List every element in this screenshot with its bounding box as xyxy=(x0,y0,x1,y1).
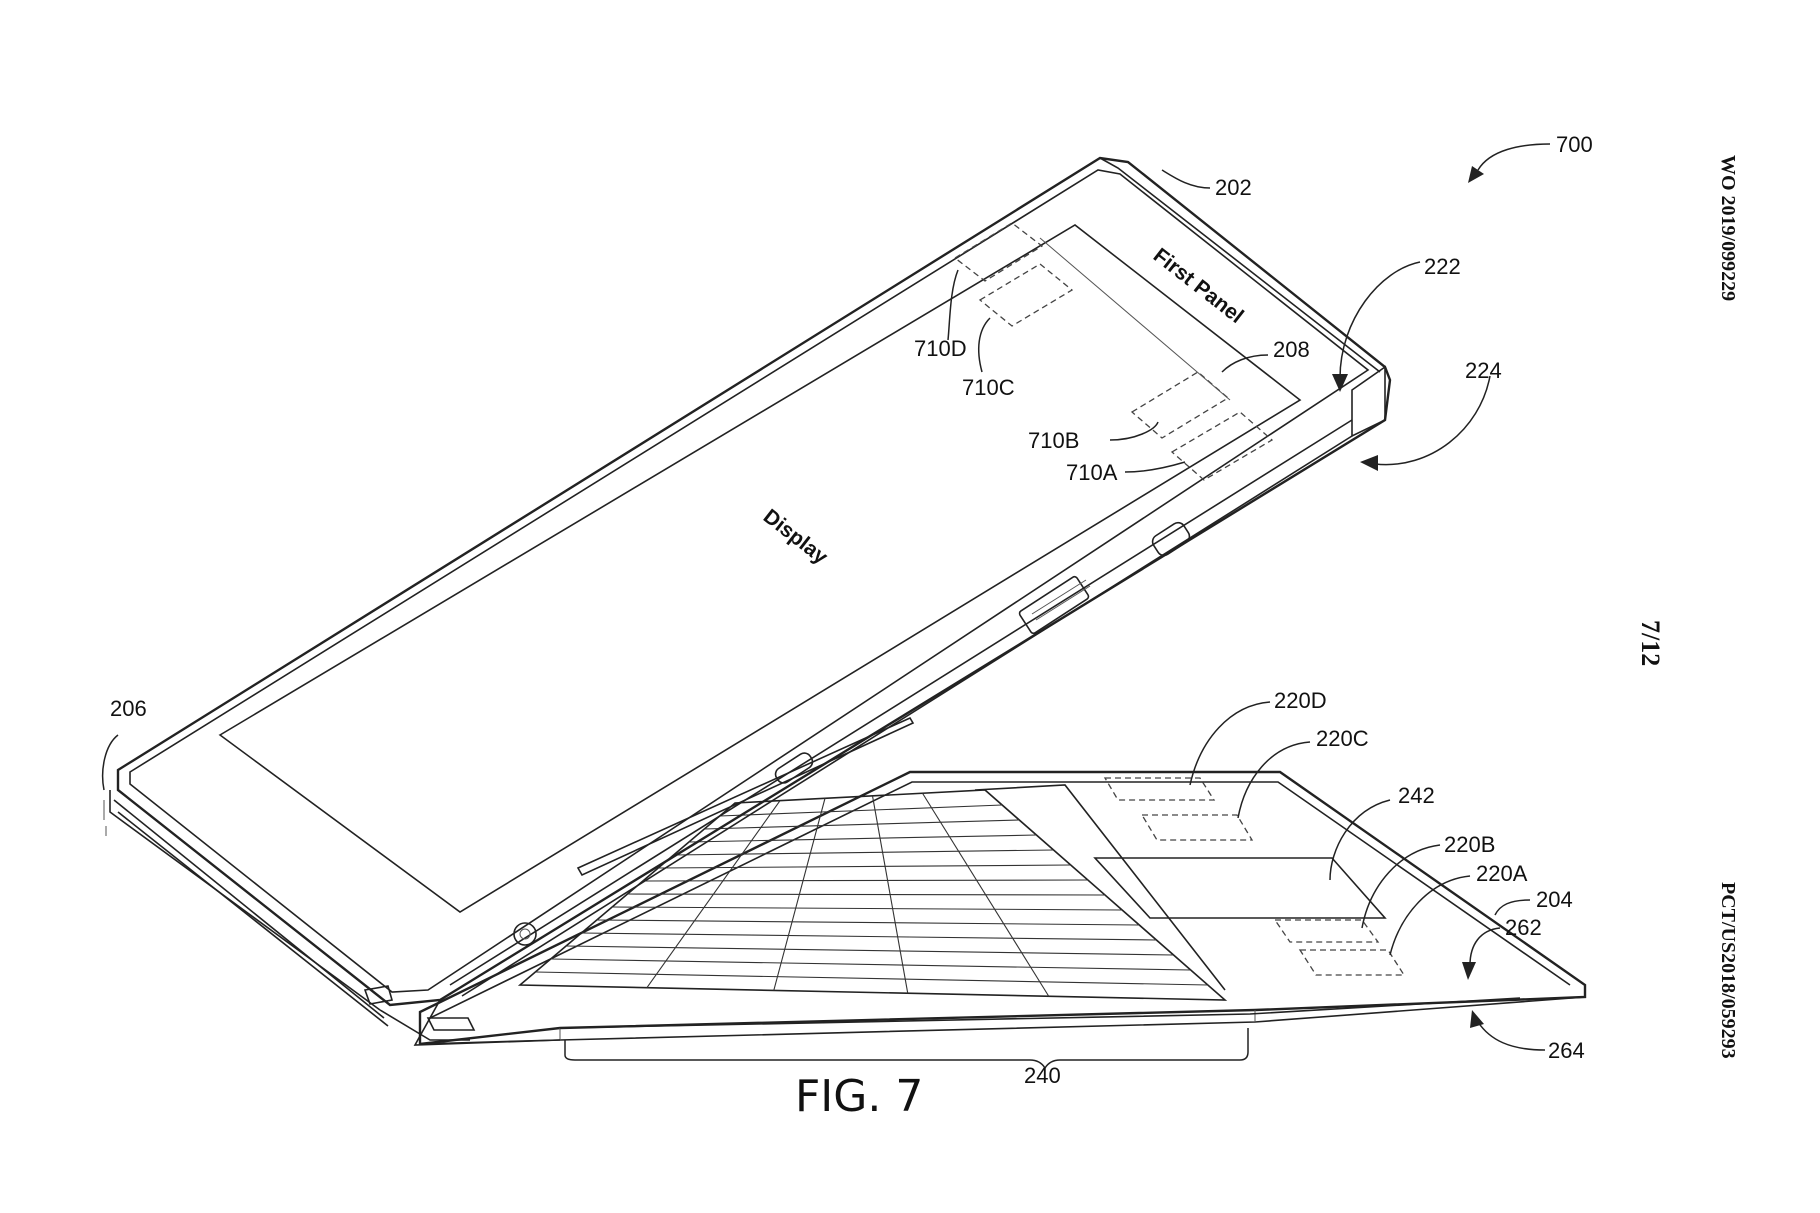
labels: 700 202 222 224 208 710D 710C 710B 710A … xyxy=(110,132,1739,1122)
second-panel-sensors xyxy=(1095,778,1404,975)
application-number: PCT/US2018/059293 xyxy=(1717,882,1739,1059)
label-710d: 710D xyxy=(914,336,967,361)
key-row-line xyxy=(566,946,1174,955)
label-202: 202 xyxy=(1215,175,1252,200)
key-row-line xyxy=(674,850,1054,855)
sheet-number: 7/12 xyxy=(1636,620,1665,666)
key-row-line xyxy=(704,820,1019,829)
label-710c: 710C xyxy=(962,375,1015,400)
region-208 xyxy=(1040,238,1230,400)
label-240: 240 xyxy=(1024,1063,1061,1088)
second-panel xyxy=(420,772,1585,1044)
label-220a: 220A xyxy=(1476,861,1528,886)
label-262: 262 xyxy=(1505,915,1542,940)
region-242 xyxy=(1095,858,1385,918)
leader-lines xyxy=(103,144,1550,1068)
key-row-line xyxy=(689,835,1037,842)
display-label: Display xyxy=(759,505,832,569)
label-220c: 220C xyxy=(1316,726,1369,751)
label-700: 700 xyxy=(1556,132,1593,157)
publication-number: WO 2019/099229 xyxy=(1717,155,1739,301)
label-208: 208 xyxy=(1273,337,1310,362)
key-row-line xyxy=(643,880,1088,881)
key-row-line xyxy=(628,894,1106,895)
label-224: 224 xyxy=(1465,358,1502,383)
key-row-line xyxy=(581,933,1156,940)
key-row-line xyxy=(597,920,1140,925)
label-222: 222 xyxy=(1424,254,1461,279)
sensor-220c xyxy=(1142,815,1252,840)
label-206: 206 xyxy=(110,696,147,721)
first-panel-sensors xyxy=(955,223,1272,480)
label-220d: 220D xyxy=(1274,688,1327,713)
key-row-line xyxy=(551,959,1191,970)
label-204: 204 xyxy=(1536,887,1573,912)
label-264: 264 xyxy=(1548,1038,1585,1063)
key-row-line xyxy=(535,972,1208,985)
label-710b: 710B xyxy=(1028,428,1079,453)
sensor-220a xyxy=(1300,950,1404,975)
label-242: 242 xyxy=(1398,783,1435,808)
label-220b: 220B xyxy=(1444,832,1495,857)
label-710a: 710A xyxy=(1066,460,1118,485)
key-row-line xyxy=(612,907,1122,910)
figure-caption: FIG. 7 xyxy=(795,1071,923,1122)
sensor-710b xyxy=(1132,372,1228,438)
